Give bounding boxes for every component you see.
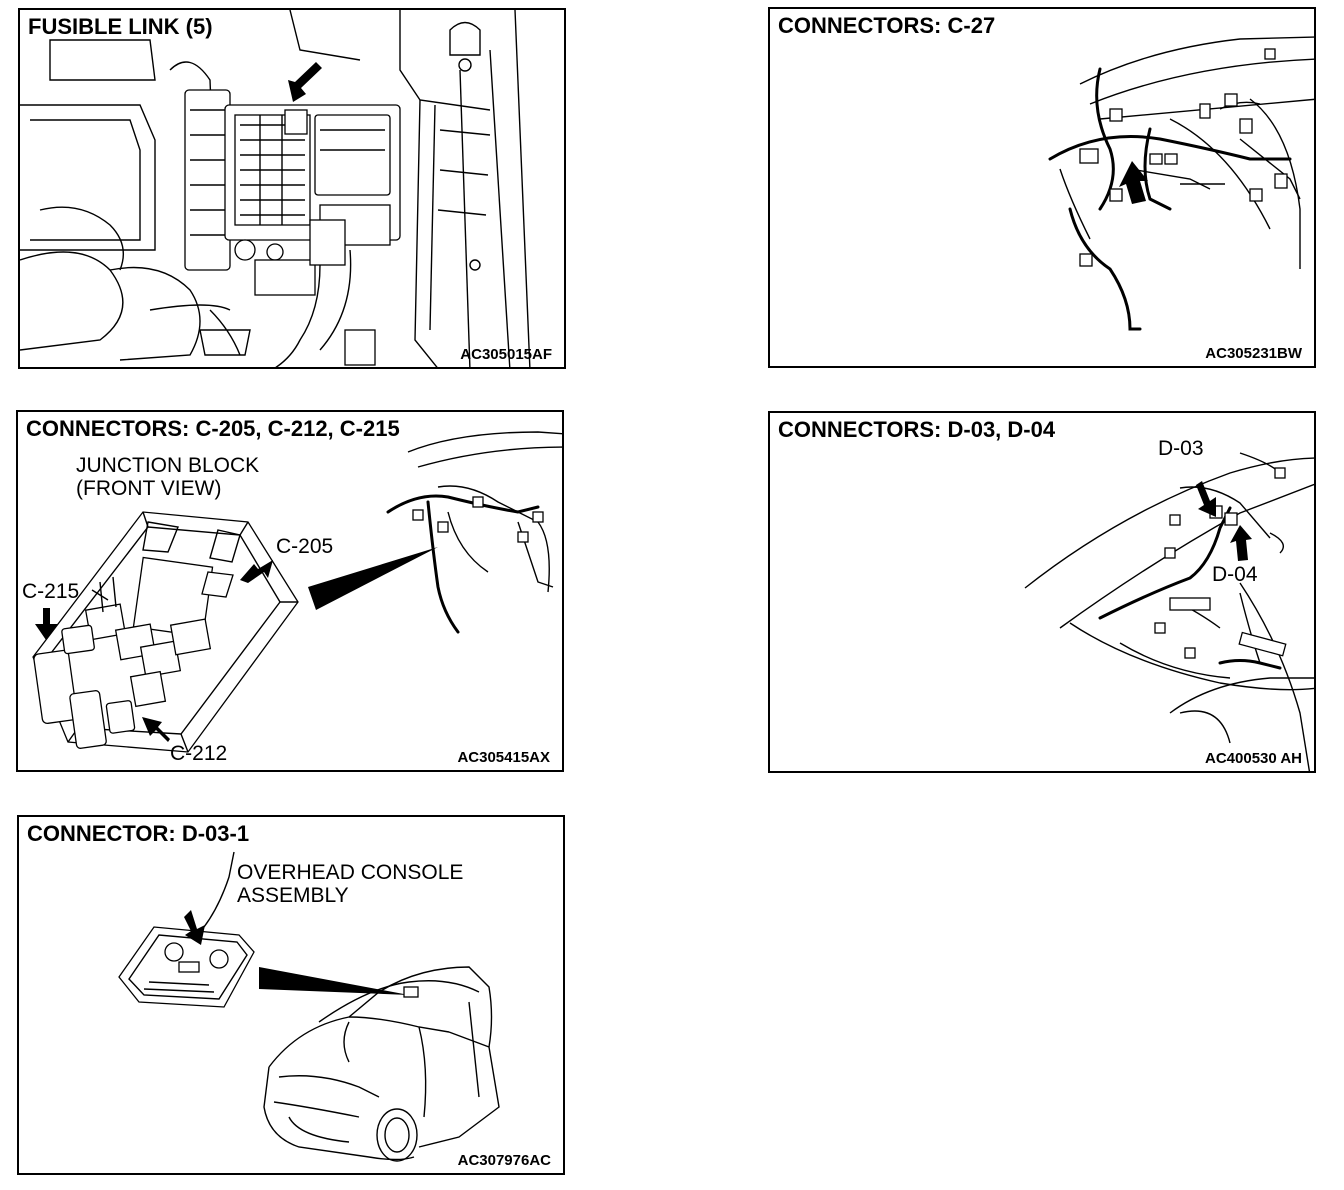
figure-code: AC400530 AH — [1205, 750, 1302, 767]
junction-block-line2: (FRONT VIEW) — [76, 477, 222, 501]
figure-code: AC305231BW — [1205, 345, 1302, 362]
overhead-console-illustration — [118, 851, 500, 1162]
junction-block-line1: JUNCTION BLOCK — [76, 454, 260, 477]
callout-c215: C-215 — [22, 580, 80, 603]
callout-d04: D-04 — [1212, 563, 1258, 586]
panel-fusible-link: FUSIBLE LINK (5) AC305015AF — [18, 8, 566, 369]
panel-c27: CONNECTORS: C-27 AC305231BW — [768, 7, 1316, 368]
console-label-line2: ASSEMBLY — [237, 884, 349, 908]
figure-code: AC305015AF — [460, 346, 552, 363]
c27-illustration — [1048, 36, 1314, 331]
panel-d03-d04: CONNECTORS: D-03, D-04 D-03 D-04 AC40053… — [768, 411, 1316, 773]
panel-title: CONNECTOR: D-03-1 — [27, 821, 250, 846]
callout-c212: C-212 — [170, 742, 228, 765]
junction-block-illustration — [32, 431, 562, 753]
d03-d04-illustration — [1024, 452, 1314, 771]
figure-code: AC305415AX — [457, 749, 550, 766]
panel-c205-c212-c215: CONNECTORS: C-205, C-212, C-215 JUNCTION… — [16, 410, 564, 772]
panel-title: CONNECTORS: C-205, C-212, C-215 — [26, 416, 400, 441]
callout-c205: C-205 — [276, 535, 334, 558]
callout-d03: D-03 — [1158, 437, 1204, 460]
console-label: OVERHEAD CONSOLE ASSEMBLY — [237, 861, 463, 907]
figure-code: AC307976AC — [457, 1152, 551, 1169]
panel-title: CONNECTORS: D-03, D-04 — [778, 417, 1056, 442]
junction-block-label: JUNCTION BLOCK (FRONT VIEW) — [76, 454, 259, 500]
panel-title: FUSIBLE LINK (5) — [28, 14, 213, 39]
panel-title: CONNECTORS: C-27 — [778, 13, 996, 38]
panel-d03-1: CONNECTOR: D-03-1 OVERHEAD CONSOLE ASSEM… — [17, 815, 565, 1175]
console-label-line1: OVERHEAD CONSOLE — [237, 861, 464, 884]
fusible-link-illustration — [20, 10, 531, 367]
